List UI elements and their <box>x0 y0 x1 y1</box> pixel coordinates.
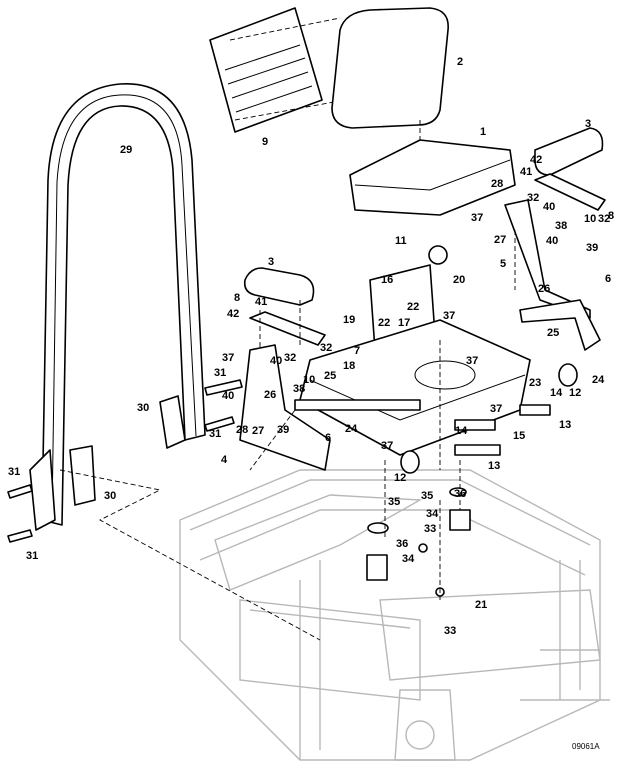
callout-18: 18 <box>343 360 355 372</box>
callout-10: 10 <box>303 374 315 386</box>
callout-9: 9 <box>262 136 268 148</box>
armrest-right <box>534 127 604 176</box>
callout-25: 25 <box>324 370 336 382</box>
callout-21: 21 <box>475 599 487 611</box>
callout-14: 14 <box>455 425 468 437</box>
armrest-bracket-left <box>249 311 326 346</box>
callout-28: 28 <box>491 178 503 190</box>
seat-bracket-right <box>504 199 591 319</box>
callout-29: 29 <box>120 144 132 156</box>
callout-14: 14 <box>550 387 563 399</box>
armrest-left <box>243 267 315 306</box>
callout-7: 7 <box>354 345 360 357</box>
callout-32: 32 <box>598 213 610 225</box>
seat-back-plate <box>209 7 346 133</box>
callout-34: 34 <box>402 553 415 565</box>
figure-code: 09061A <box>572 742 600 751</box>
callout-31: 31 <box>209 428 221 440</box>
callout-40: 40 <box>543 201 555 213</box>
callout-24: 24 <box>592 374 605 386</box>
callout-31: 31 <box>214 367 226 379</box>
callout-26: 26 <box>264 389 276 401</box>
callout-40: 40 <box>222 390 234 402</box>
callout-2: 2 <box>457 56 463 68</box>
callout-31: 31 <box>8 466 20 478</box>
callout-24: 24 <box>345 423 358 435</box>
seat-base-plate <box>299 319 531 456</box>
callout-11: 11 <box>395 235 407 247</box>
callout-8: 8 <box>234 292 240 304</box>
callout-26: 26 <box>538 283 550 295</box>
callout-33: 33 <box>444 625 456 637</box>
callout-22: 22 <box>378 317 390 329</box>
callout-28: 28 <box>236 424 248 436</box>
callout-20: 20 <box>453 274 465 286</box>
callout-39: 39 <box>586 242 598 254</box>
callout-6: 6 <box>325 432 331 444</box>
alignment-lines <box>59 120 516 641</box>
callout-30: 30 <box>137 402 149 414</box>
callout-35: 35 <box>421 490 433 502</box>
callout-32: 32 <box>320 342 332 354</box>
callout-41: 41 <box>255 296 267 308</box>
callout-37: 37 <box>490 403 502 415</box>
callout-38: 38 <box>555 220 567 232</box>
callout-36: 36 <box>396 538 408 550</box>
callout-22: 22 <box>407 301 419 313</box>
callout-27: 27 <box>494 234 506 246</box>
seat-belt <box>294 299 601 411</box>
armrest-bracket-right <box>534 173 606 211</box>
seat-back-cushion <box>331 7 449 129</box>
callout-34: 34 <box>426 508 439 520</box>
tractor-frame <box>179 469 610 761</box>
bolts <box>7 379 243 543</box>
callout-13: 13 <box>559 419 571 431</box>
callout-42: 42 <box>227 308 239 320</box>
callout-33: 33 <box>424 523 436 535</box>
callout-30: 30 <box>104 490 116 502</box>
callout-38: 38 <box>293 383 305 395</box>
callout-32: 32 <box>284 352 296 364</box>
callout-36: 36 <box>454 488 466 500</box>
callout-5: 5 <box>500 258 506 270</box>
callout-37: 37 <box>381 440 393 452</box>
callout-12: 12 <box>569 387 581 399</box>
callout-12: 12 <box>394 472 406 484</box>
callout-37: 37 <box>466 355 478 367</box>
callout-40: 40 <box>546 235 558 247</box>
callout-37: 37 <box>222 352 234 364</box>
callout-32: 32 <box>527 192 539 204</box>
callout-10: 10 <box>584 213 596 225</box>
callout-3: 3 <box>268 256 274 268</box>
callout-37: 37 <box>471 212 483 224</box>
callout-19: 19 <box>343 314 355 326</box>
callout-37: 37 <box>443 310 455 322</box>
seat-bracket-left <box>239 344 331 471</box>
callout-4: 4 <box>221 454 228 466</box>
callout-27: 27 <box>252 425 264 437</box>
callout-15: 15 <box>513 430 525 442</box>
callout-25: 25 <box>547 327 559 339</box>
springs <box>366 245 578 597</box>
callout-6: 6 <box>605 273 611 285</box>
callout-13: 13 <box>488 460 500 472</box>
callout-42: 42 <box>530 154 542 166</box>
roll-bar <box>29 83 206 531</box>
callout-35: 35 <box>388 496 400 508</box>
callout-23: 23 <box>529 377 541 389</box>
callout-1: 1 <box>480 126 486 138</box>
callout-16: 16 <box>381 274 393 286</box>
callout-8: 8 <box>608 210 614 222</box>
callout-31: 31 <box>26 550 38 562</box>
callout-39: 39 <box>277 424 289 436</box>
callout-17: 17 <box>398 317 410 329</box>
callout-40: 40 <box>270 355 282 367</box>
callout-3: 3 <box>585 118 591 130</box>
callout-41: 41 <box>520 166 532 178</box>
